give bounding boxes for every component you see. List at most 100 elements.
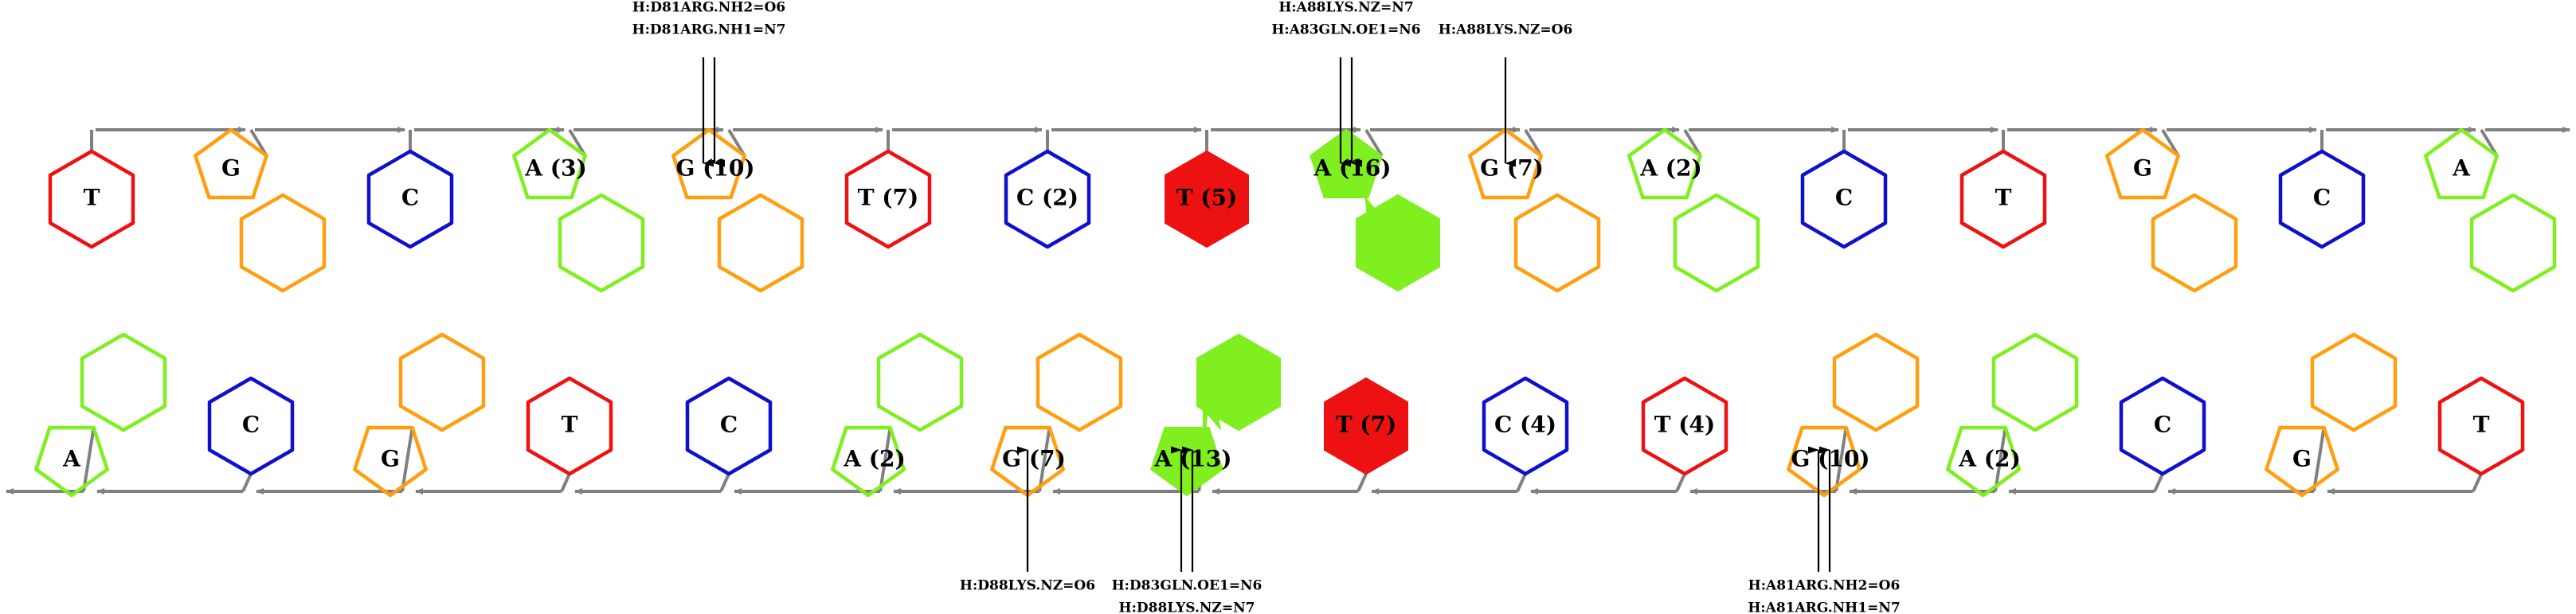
- base-label: G: [2292, 446, 2312, 472]
- backbone-link: [1357, 473, 1368, 492]
- contact-label: H:A81ARG.NH2=O6: [1748, 578, 1901, 594]
- base-label: T (7): [1336, 412, 1397, 438]
- top-base-3: C: [366, 149, 454, 249]
- backbone-link: [401, 427, 414, 492]
- backbone-link: [879, 427, 892, 492]
- backbone-link: [2480, 128, 2499, 157]
- base-label: A: [2452, 155, 2471, 182]
- contact-5: H:D83GLN.OE1=N6H:D88LYS.NZ=N7: [1112, 446, 1263, 614]
- base-label: T: [84, 185, 100, 211]
- base-label: A (2): [843, 446, 905, 472]
- base-label: T (4): [1654, 412, 1716, 438]
- contact-label: H:A88LYS.NZ=O6: [1439, 22, 1573, 38]
- bottom-base-13: A (2): [1946, 332, 2079, 498]
- bottom-base-9: T (7): [1324, 377, 1408, 475]
- base-label: G (7): [1002, 446, 1066, 472]
- top-base-11: A (2): [1627, 127, 1760, 293]
- base-label: T (7): [858, 185, 919, 211]
- backbone-link: [1675, 473, 1686, 492]
- top-base-6: T (7): [844, 149, 932, 249]
- top-base-9: A (16): [1310, 128, 1440, 292]
- contact-label: H:D88LYS.NZ=N7: [1119, 600, 1255, 614]
- contact-3: H:A88LYS.NZ=O6: [1439, 22, 1573, 167]
- backbone-link: [719, 473, 730, 492]
- backbone-link: [1524, 128, 1543, 157]
- contact-1: H:D81ARG.NH2=O6H:D81ARG.NH1=N7: [632, 0, 786, 167]
- base-label: G: [381, 446, 400, 472]
- base-label: G: [2133, 155, 2152, 182]
- base-label: C: [2154, 412, 2171, 438]
- contact-2: H:A88LYS.NZ=N7H:A83GLN.OE1=N6: [1271, 0, 1421, 167]
- backbone-link: [2153, 473, 2164, 492]
- backbone-link: [82, 427, 96, 492]
- base-label: A (3): [524, 155, 586, 182]
- backbone-link: [560, 473, 571, 492]
- base-label: C: [242, 412, 260, 438]
- backbone-link: [1834, 427, 1848, 492]
- contact-label: H:D81ARG.NH1=N7: [632, 22, 786, 38]
- top-base-1: T: [48, 149, 135, 249]
- bottom-base-6: A (2): [831, 332, 964, 498]
- top-base-4: A (3): [512, 127, 645, 293]
- backbone-link: [1683, 128, 1702, 157]
- base-label: T: [1995, 185, 2012, 211]
- bottom-base-4: T: [526, 376, 613, 476]
- bottom-base-5: C: [685, 376, 773, 476]
- bottom-base-11: T (4): [1641, 376, 1728, 476]
- contact-4: H:D88LYS.NZ=O6: [960, 446, 1095, 594]
- bottom-base-7: G (7): [990, 332, 1123, 498]
- bottom-base-12: G (10): [1787, 332, 1920, 498]
- top-base-8: T (5): [1165, 151, 1249, 248]
- top-base-12: C: [1800, 149, 1888, 249]
- base-label: A (2): [1639, 155, 1701, 182]
- backbone-link: [727, 128, 746, 157]
- top-base-7: C (2): [1004, 149, 1091, 249]
- bottom-base-15: G: [2265, 332, 2398, 498]
- top-base-14: G: [2105, 127, 2238, 293]
- backbone-layer: [6, 127, 2570, 495]
- base-label: T: [2473, 412, 2490, 438]
- base-label: A: [62, 446, 81, 472]
- bottom-base-3: G: [353, 332, 486, 498]
- base-label: C: [720, 412, 738, 438]
- base-label: C: [1835, 185, 1853, 211]
- contact-label: H:A83GLN.OE1=N6: [1271, 22, 1420, 38]
- base-label: C (4): [1494, 412, 1556, 438]
- base-label: G (7): [1480, 155, 1544, 182]
- bottom-base-14: C: [2119, 376, 2206, 476]
- bottom-base-8: A (13): [1150, 333, 1281, 497]
- top-base-2: G: [194, 127, 327, 293]
- backbone-link: [1516, 473, 1527, 492]
- bottom-base-16: T: [2437, 376, 2525, 476]
- backbone-link: [1038, 427, 1051, 492]
- backbone-link: [241, 473, 253, 492]
- top-base-10: G (7): [1468, 127, 1601, 293]
- backbone-link: [568, 128, 587, 157]
- bottom-base-2: C: [207, 376, 295, 476]
- contact-label: H:D81ARG.NH2=O6: [632, 0, 785, 16]
- base-label: C: [401, 185, 419, 211]
- contact-label: H:A81ARG.NH1=N7: [1748, 600, 1900, 614]
- base-label: T: [562, 412, 578, 438]
- base-layer: T G C A (3) G (10) T (7) C (2) T (5) A (16) G (7)…: [34, 127, 2557, 498]
- contact-layer: H:D81ARG.NH2=O6H:D81ARG.NH1=N7 H:A88LYS.N…: [632, 0, 1901, 614]
- backbone-link: [2161, 128, 2180, 157]
- top-base-15: C: [2278, 149, 2366, 249]
- backbone-link: [249, 128, 268, 157]
- bottom-base-10: C (4): [1482, 376, 1569, 476]
- base-label: C (2): [1016, 185, 1079, 211]
- base-label: C: [2313, 185, 2331, 211]
- top-base-13: T: [1959, 149, 2047, 249]
- top-base-5: G (10): [671, 127, 805, 293]
- contact-label: H:A88LYS.NZ=N7: [1278, 0, 1413, 16]
- contact-6: H:A81ARG.NH2=O6H:A81ARG.NH1=N7: [1748, 446, 1901, 614]
- bottom-base-1: A: [34, 332, 167, 498]
- backbone-link: [2472, 473, 2483, 492]
- contact-label: H:D83GLN.OE1=N6: [1112, 578, 1263, 594]
- top-base-16: A: [2424, 127, 2557, 293]
- backbone-link: [1364, 128, 1384, 157]
- base-label: A (2): [1958, 446, 2020, 472]
- contact-label: H:D88LYS.NZ=O6: [960, 578, 1095, 594]
- backbone-link: [1994, 427, 2007, 492]
